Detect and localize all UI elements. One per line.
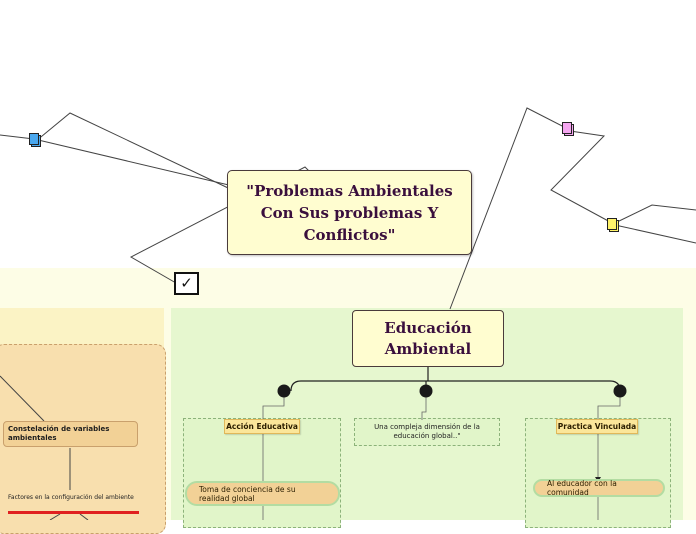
topic-label: Constelación de variables ambientales bbox=[8, 425, 110, 442]
relationship-line-upper bbox=[35, 112, 246, 197]
central-topic-title: "Problemas Ambientales Con Sus problemas… bbox=[246, 181, 453, 244]
accion-educativa-boundary bbox=[183, 418, 341, 528]
topic-toma-de-conciencia[interactable]: Toma de conciencia de su realidad global bbox=[185, 481, 340, 506]
main-topic-title: Educación Ambiental bbox=[384, 318, 472, 358]
branch-label: Acción Educativa bbox=[226, 422, 298, 431]
underline-marker bbox=[8, 511, 139, 514]
main-topic-educacion-ambiental[interactable]: Educación Ambiental bbox=[352, 310, 504, 367]
dimension-boundary bbox=[354, 418, 500, 446]
checkbox-icon[interactable]: ✓ bbox=[174, 272, 199, 295]
topic-dimension-global[interactable]: Una compleja dimensión de la educación g… bbox=[360, 423, 494, 441]
check-glyph: ✓ bbox=[180, 274, 193, 292]
practica-vinculada-boundary bbox=[525, 418, 671, 528]
topic-label: Al educador con la comunidad bbox=[547, 479, 617, 497]
topic-label: Factores en la configuración del ambient… bbox=[8, 494, 134, 501]
relationship-line-yellow bbox=[550, 130, 613, 224]
topic-al-educador[interactable]: Al educador con la comunidad bbox=[533, 479, 665, 497]
topic-label: Una compleja dimensión de la educación g… bbox=[374, 423, 480, 440]
topic-factores[interactable]: Factores en la configuración del ambient… bbox=[8, 494, 138, 502]
document-icon-yellow[interactable] bbox=[607, 218, 619, 232]
central-topic[interactable]: "Problemas Ambientales Con Sus problemas… bbox=[227, 170, 472, 255]
branch-label: Practica Vinculada bbox=[557, 422, 637, 431]
relationship-line-right-upper bbox=[614, 204, 696, 224]
topic-constelacion-variables[interactable]: Constelación de variables ambientales bbox=[3, 421, 138, 447]
topic-label: Toma de conciencia de su realidad global bbox=[199, 484, 296, 503]
branch-accion-educativa[interactable]: Acción Educativa bbox=[224, 419, 300, 434]
document-icon-blue[interactable] bbox=[29, 133, 41, 147]
document-icon-pink[interactable] bbox=[562, 122, 574, 136]
relationship-line-right-lower bbox=[614, 224, 696, 244]
branch-practica-vinculada[interactable]: Practica Vinculada bbox=[556, 419, 638, 434]
